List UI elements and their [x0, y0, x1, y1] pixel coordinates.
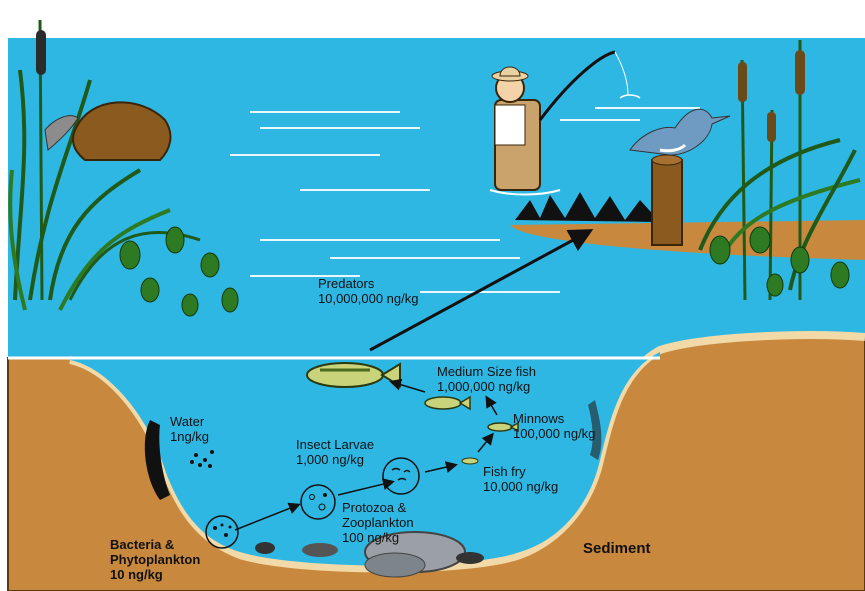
medium-fish-value: 1,000,000 ng/kg [437, 379, 536, 394]
fish-fry-name: Fish fry [483, 464, 558, 479]
protozoa-name2: Zooplankton [342, 515, 414, 530]
lake-surface [8, 38, 865, 358]
protozoa-name: Protozoa & [342, 500, 414, 515]
medium-fish-label: Medium Size fish 1,000,000 ng/kg [437, 364, 536, 394]
predators-name: Predators [318, 276, 418, 291]
minnows-name: Minnows [513, 411, 595, 426]
sediment-label: Sediment [583, 541, 651, 556]
fish-fry-label: Fish fry 10,000 ng/kg [483, 464, 558, 494]
water-value: 1ng/kg [170, 429, 209, 444]
minnows-label: Minnows 100,000 ng/kg [513, 411, 595, 441]
insect-larvae-label: Insect Larvae 1,000 ng/kg [296, 437, 374, 467]
fish-fry-value: 10,000 ng/kg [483, 479, 558, 494]
insect-larvae-value: 1,000 ng/kg [296, 452, 374, 467]
water-label: Water 1ng/kg [170, 414, 209, 444]
bacteria-label: Bacteria & Phytoplankton 10 ng/kg [110, 537, 200, 582]
bacteria-value: 10 ng/kg [110, 567, 200, 582]
predators-value: 10,000,000 ng/kg [318, 291, 418, 306]
medium-fish-name: Medium Size fish [437, 364, 536, 379]
water-name: Water [170, 414, 209, 429]
post [652, 160, 682, 245]
fish-fry [462, 458, 478, 464]
predators-label: Predators 10,000,000 ng/kg [318, 276, 418, 306]
minnows-value: 100,000 ng/kg [513, 426, 595, 441]
protozoa-label: Protozoa & Zooplankton 100 ng/kg [342, 500, 414, 545]
insect-larvae-name: Insect Larvae [296, 437, 374, 452]
protozoa-value: 100 ng/kg [342, 530, 414, 545]
bacteria-name2: Phytoplankton [110, 552, 200, 567]
bacteria-name: Bacteria & [110, 537, 200, 552]
post-top [652, 155, 682, 165]
